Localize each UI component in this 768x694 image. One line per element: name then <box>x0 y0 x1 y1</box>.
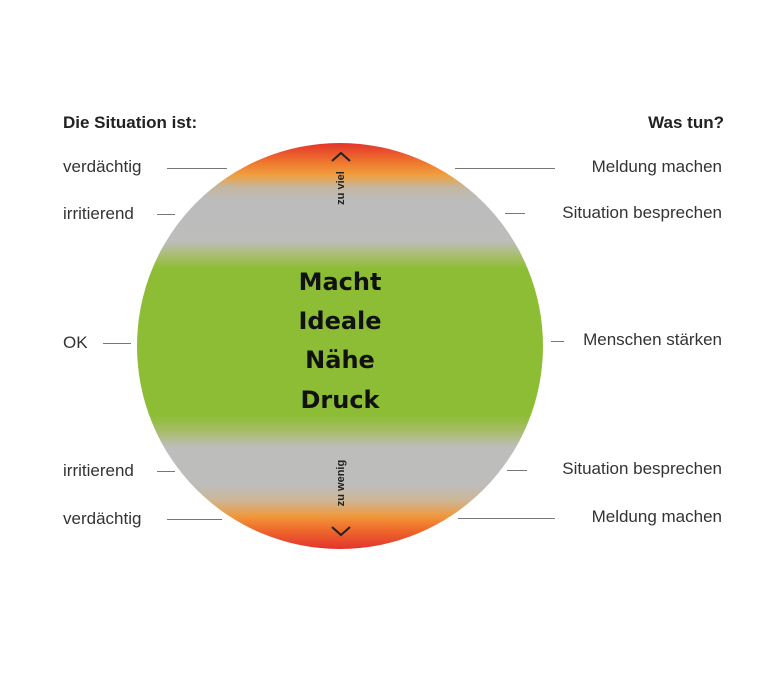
connector-line <box>507 470 527 471</box>
center-word-ideale: Ideale <box>298 307 382 335</box>
left-label-verdaechtig-bottom: verdächtig <box>63 509 142 528</box>
left-label-irritierend-top: irritierend <box>63 204 134 223</box>
connector-line <box>103 343 131 344</box>
right-label-meldung-bottom: Meldung machen <box>591 507 722 526</box>
chevron-down-icon <box>331 526 351 537</box>
center-word-druck: Druck <box>300 386 380 414</box>
chevron-up-icon <box>331 151 351 162</box>
zu-wenig-label: zu wenig <box>335 459 347 507</box>
connector-line <box>157 214 175 215</box>
situation-circle <box>137 143 543 549</box>
right-label-meldung-top: Meldung machen <box>591 157 722 176</box>
connector-line <box>455 168 555 169</box>
center-word-naehe: Nähe <box>305 346 375 374</box>
connector-line <box>167 168 227 169</box>
left-label-verdaechtig-top: verdächtig <box>63 157 142 176</box>
connector-line <box>167 519 222 520</box>
right-label-staerken: Menschen stärken <box>583 330 722 349</box>
connector-line <box>505 213 525 214</box>
connector-line <box>157 471 175 472</box>
connector-line <box>458 518 555 519</box>
right-label-besprechen-bottom: Situation besprechen <box>562 459 722 478</box>
left-header: Die Situation ist: <box>63 113 198 132</box>
connector-line <box>551 341 564 342</box>
left-label-ok: OK <box>63 333 88 352</box>
right-label-besprechen-top: Situation besprechen <box>562 203 722 222</box>
right-header: Was tun? <box>648 113 724 132</box>
left-label-irritierend-bottom: irritierend <box>63 461 134 480</box>
center-word-macht: Macht <box>298 268 382 296</box>
zu-viel-label: zu viel <box>335 171 347 205</box>
